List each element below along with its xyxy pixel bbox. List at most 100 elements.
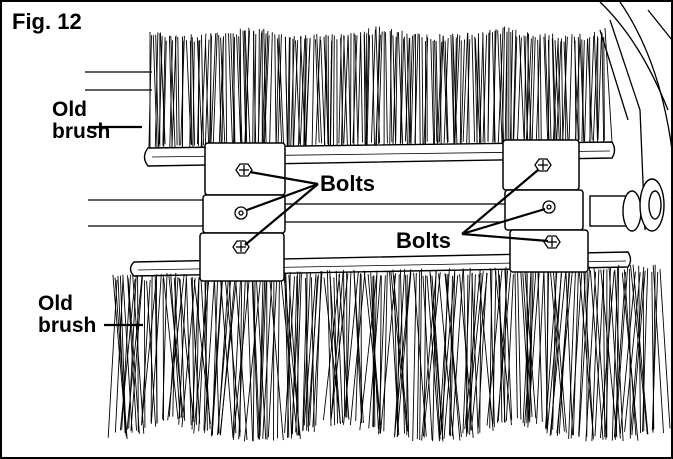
- bristle: [408, 35, 413, 146]
- bristle: [501, 26, 505, 144]
- bristle: [302, 272, 311, 431]
- bristle: [162, 37, 166, 146]
- bristle: [299, 38, 306, 146]
- bristle: [252, 274, 256, 442]
- bristle: [244, 30, 250, 148]
- bristle: [652, 265, 664, 434]
- bristle: [568, 34, 573, 142]
- bristle: [410, 34, 415, 146]
- bristle: [284, 273, 290, 438]
- bristle: [499, 33, 505, 147]
- bristle: [476, 33, 479, 144]
- bristle: [119, 275, 127, 434]
- bristle: [228, 277, 237, 434]
- shaft-end: [589, 178, 665, 232]
- round-bolt-right-middle: [542, 200, 556, 214]
- bristle: [268, 273, 284, 441]
- bristle: [163, 40, 167, 148]
- bristle: [460, 39, 465, 146]
- bristle: [323, 35, 327, 148]
- bristle: [154, 32, 159, 147]
- bristle: [365, 28, 370, 145]
- bristle: [470, 272, 488, 431]
- bristle: [189, 34, 192, 148]
- bristle: [383, 271, 388, 432]
- bristle: [409, 37, 412, 144]
- bristle: [404, 38, 410, 142]
- bristle: [141, 273, 158, 426]
- bristle: [278, 36, 285, 146]
- bristle: [492, 29, 497, 144]
- bristle: [349, 270, 366, 426]
- bristle: [210, 273, 223, 437]
- bristle: [291, 271, 301, 435]
- bristle: [117, 275, 126, 434]
- bristle: [443, 38, 449, 144]
- bristle: [343, 34, 349, 144]
- bristle: [497, 30, 503, 144]
- bristle: [212, 32, 218, 147]
- bristle: [539, 37, 542, 146]
- bristle: [389, 28, 392, 147]
- bristle: [518, 34, 525, 145]
- bristle: [454, 35, 461, 144]
- bristle: [561, 38, 564, 142]
- bristle: [363, 34, 366, 145]
- bristle: [385, 32, 388, 144]
- bristle: [602, 270, 606, 438]
- bristle: [422, 272, 441, 437]
- bristle: [193, 273, 210, 434]
- bristle: [259, 275, 267, 437]
- bristle: [357, 35, 362, 143]
- bristle: [181, 277, 196, 428]
- bristle: [150, 274, 153, 423]
- bristle: [209, 35, 212, 149]
- bristle: [204, 276, 215, 433]
- bristle: [438, 35, 444, 143]
- bristle: [172, 272, 177, 417]
- bristle: [552, 33, 557, 145]
- bristle: [505, 274, 514, 422]
- bristle: [121, 274, 131, 430]
- bristle: [462, 32, 468, 142]
- bristle-outline: [149, 27, 613, 148]
- bristle: [400, 38, 405, 143]
- bristle: [170, 35, 176, 150]
- bristle: [545, 268, 558, 429]
- bristle: [482, 32, 486, 143]
- bristle: [343, 272, 359, 425]
- bristle: [258, 271, 266, 440]
- bristle: [624, 272, 641, 432]
- bristle: [290, 36, 295, 149]
- bristle: [491, 32, 496, 147]
- bristle: [329, 275, 336, 426]
- bristle: [312, 271, 323, 428]
- bristle: [599, 271, 615, 439]
- bristle: [119, 279, 136, 431]
- bristle: [522, 270, 532, 424]
- bristle: [180, 35, 185, 146]
- bristle: [577, 36, 580, 141]
- bristle: [330, 34, 333, 148]
- bristle: [141, 279, 151, 424]
- bristle: [211, 273, 224, 435]
- bristle: [592, 36, 599, 145]
- bristle: [422, 275, 433, 440]
- old-brush-top-bristles: [148, 26, 613, 150]
- bristle: [257, 32, 262, 149]
- shaft: [85, 71, 505, 227]
- bristle: [350, 33, 352, 149]
- bristle: [210, 33, 217, 149]
- bristle: [431, 275, 444, 437]
- bristle: [152, 35, 158, 150]
- bristle: [379, 275, 382, 434]
- bristle: [430, 38, 435, 147]
- bristle: [204, 39, 210, 145]
- bristle: [315, 36, 321, 145]
- bristle: [343, 269, 346, 416]
- bristle: [315, 39, 320, 143]
- hex-bolt-right-lower: [543, 235, 561, 249]
- bristle: [146, 280, 157, 427]
- bristle: [529, 35, 534, 145]
- bristle: [219, 273, 238, 435]
